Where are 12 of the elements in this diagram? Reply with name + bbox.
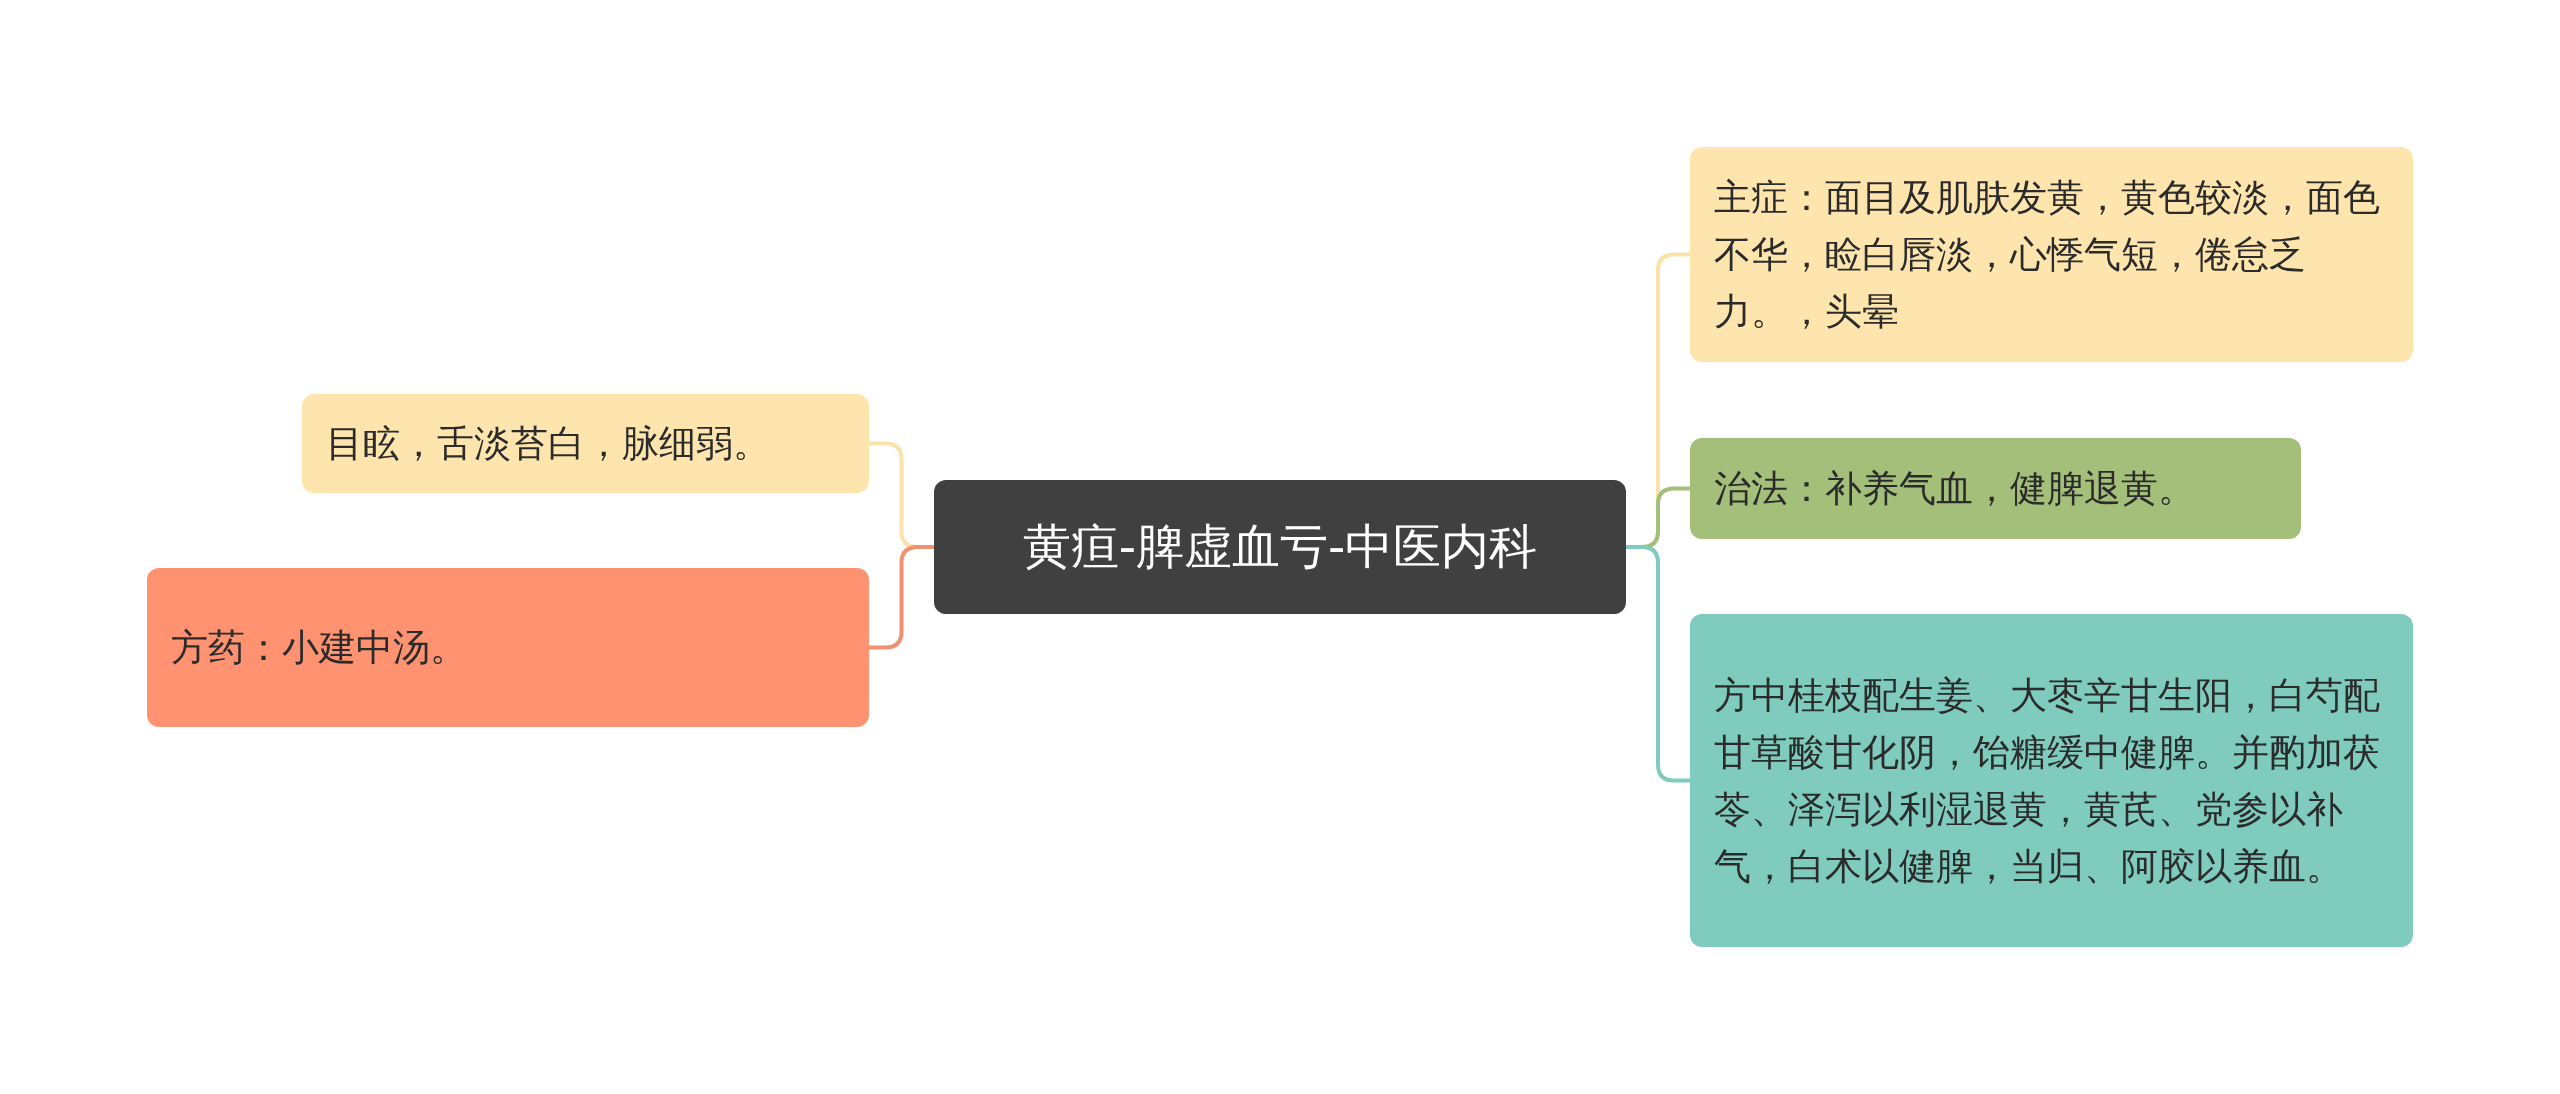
node-text: 方中桂枝配生姜、大枣辛甘生阳，白芍配甘草酸甘化阴，饴糖缓中健脾。并酌加茯苓、泽泻以利湿退黄，黄芪、党参以补气，白术以健脾，当归、阿胶以养血。 (1714, 672, 2381, 890)
topic-box (934, 480, 1626, 614)
branch-box (1690, 438, 2301, 539)
node-text: 黄疸-脾虚血亏-中医内科 (1022, 518, 1538, 576)
branch-box (1690, 147, 2413, 362)
node-text: 主症：面目及肌肤发黄，黄色较淡，面色不华，睑白唇淡，心悸气短，倦怠乏力。，头晕 (1714, 175, 2381, 335)
branch-box (1690, 614, 2413, 947)
branch-box (302, 394, 869, 493)
node-text: 方药：小建中汤。 (171, 625, 467, 671)
branch-box (147, 568, 869, 727)
node-text: 治法：补养气血，健脾退黄。 (1714, 466, 2195, 512)
node-text: 目眩，舌淡苔白，脉细弱。 (326, 421, 770, 467)
